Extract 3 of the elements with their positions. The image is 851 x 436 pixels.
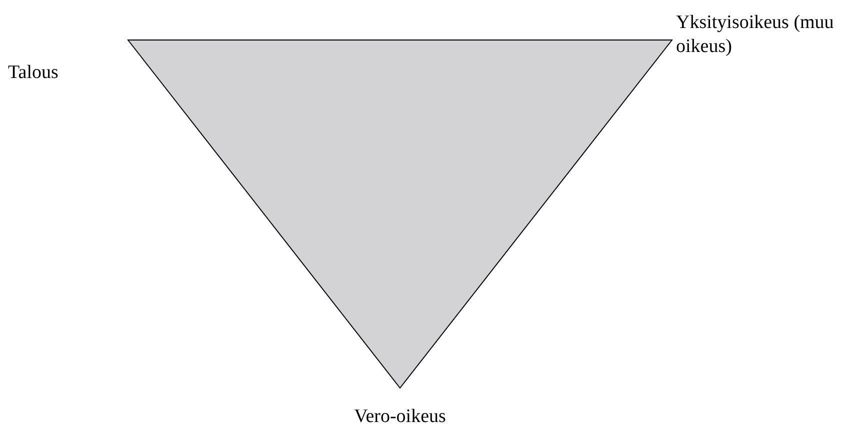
- corner-label: Yksityisoikeus (muu oikeus): [676, 11, 835, 59]
- corner-label: Talous: [8, 61, 58, 85]
- corner-label: Vero-oikeus: [353, 405, 447, 429]
